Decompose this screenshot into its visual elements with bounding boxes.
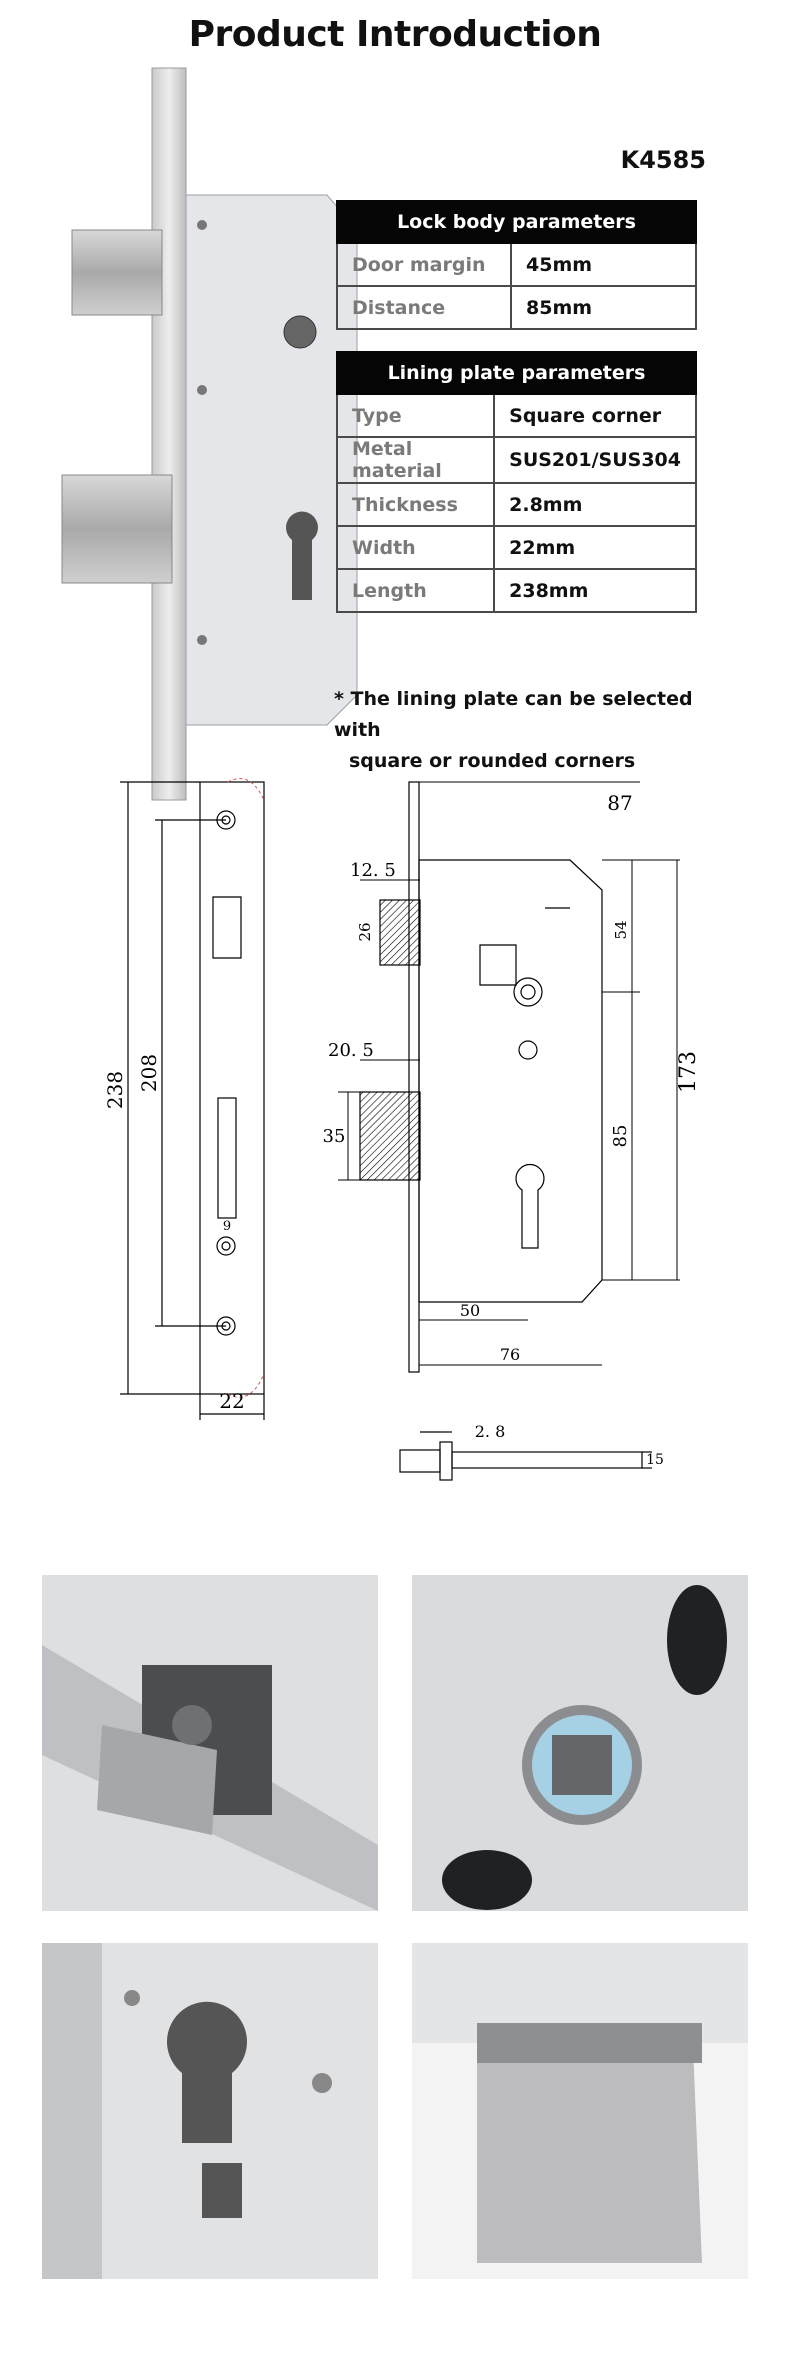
cylinder-hole-closeup-photo (412, 1575, 748, 1911)
param-label: Type (335, 393, 496, 438)
dim-76: 76 (500, 1345, 520, 1364)
table-row: Door margin 45mm (336, 242, 697, 287)
param-label: Distance (336, 285, 512, 330)
dim-hole-distance: 208 (137, 1054, 161, 1092)
page-title: Product Introduction (188, 14, 602, 55)
table-row: Length 238mm (335, 568, 697, 613)
table-row: Distance 85mm (336, 285, 697, 330)
table-row: Metal material SUS201/SUS304 (335, 436, 697, 484)
dim-54: 54 (612, 920, 630, 939)
dim-length: 238 (103, 1071, 127, 1109)
table-row: Thickness 2.8mm (335, 482, 697, 527)
model-number: K4585 (620, 146, 706, 174)
param-value: 22mm (493, 525, 697, 570)
lock-body-photo (61, 67, 358, 801)
param-label: Width (335, 525, 496, 570)
latch-closeup-photo (42, 1575, 378, 1911)
dim-2-8: 2. 8 (475, 1422, 506, 1441)
dim-87: 87 (607, 791, 632, 815)
dim-12-5: 12. 5 (350, 860, 396, 881)
front-view-drawing: 238 208 22 9 (103, 778, 265, 1420)
param-value: 2.8mm (493, 482, 697, 527)
table-row: Type Square corner (335, 393, 697, 438)
note-line: * The lining plate can be selected with (334, 688, 693, 741)
bolt-detail-drawing: 2. 8 15 (399, 1422, 664, 1481)
dim-slot-width: 9 (223, 1219, 231, 1234)
dim-173: 173 (676, 1051, 701, 1093)
param-value: 45mm (510, 242, 697, 287)
dim-26: 26 (356, 922, 374, 941)
param-value: Square corner (493, 393, 697, 438)
param-label: Thickness (335, 482, 496, 527)
param-label: Metal material (335, 436, 496, 484)
side-view-drawing: 87 12. 5 26 54 173 85 20. 5 35 50 76 (323, 781, 701, 1373)
corner-note: * The lining plate can be selected with … (334, 684, 734, 777)
dim-width: 22 (219, 1389, 244, 1413)
param-label: Door margin (336, 242, 512, 287)
lock-body-parameters-table: Lock body parameters Door margin 45mm Di… (336, 200, 697, 330)
table-row: Width 22mm (335, 525, 697, 570)
param-value: SUS201/SUS304 (493, 436, 697, 484)
param-value: 85mm (510, 285, 697, 330)
param-label: Length (335, 568, 496, 613)
table-title: Lock body parameters (336, 200, 697, 244)
dim-35: 35 (323, 1126, 346, 1147)
keyhole-closeup-photo (42, 1943, 378, 2279)
lining-plate-parameters-table: Lining plate parameters Type Square corn… (335, 351, 697, 613)
table-title: Lining plate parameters (336, 351, 697, 395)
dim-20-5: 20. 5 (328, 1040, 374, 1061)
deadbolt-closeup-photo (412, 1943, 748, 2279)
dim-50: 50 (460, 1301, 480, 1320)
dim-85: 85 (610, 1125, 631, 1148)
param-value: 238mm (493, 568, 697, 613)
dim-15: 15 (646, 1452, 664, 1468)
note-line: square or rounded corners (349, 750, 636, 772)
